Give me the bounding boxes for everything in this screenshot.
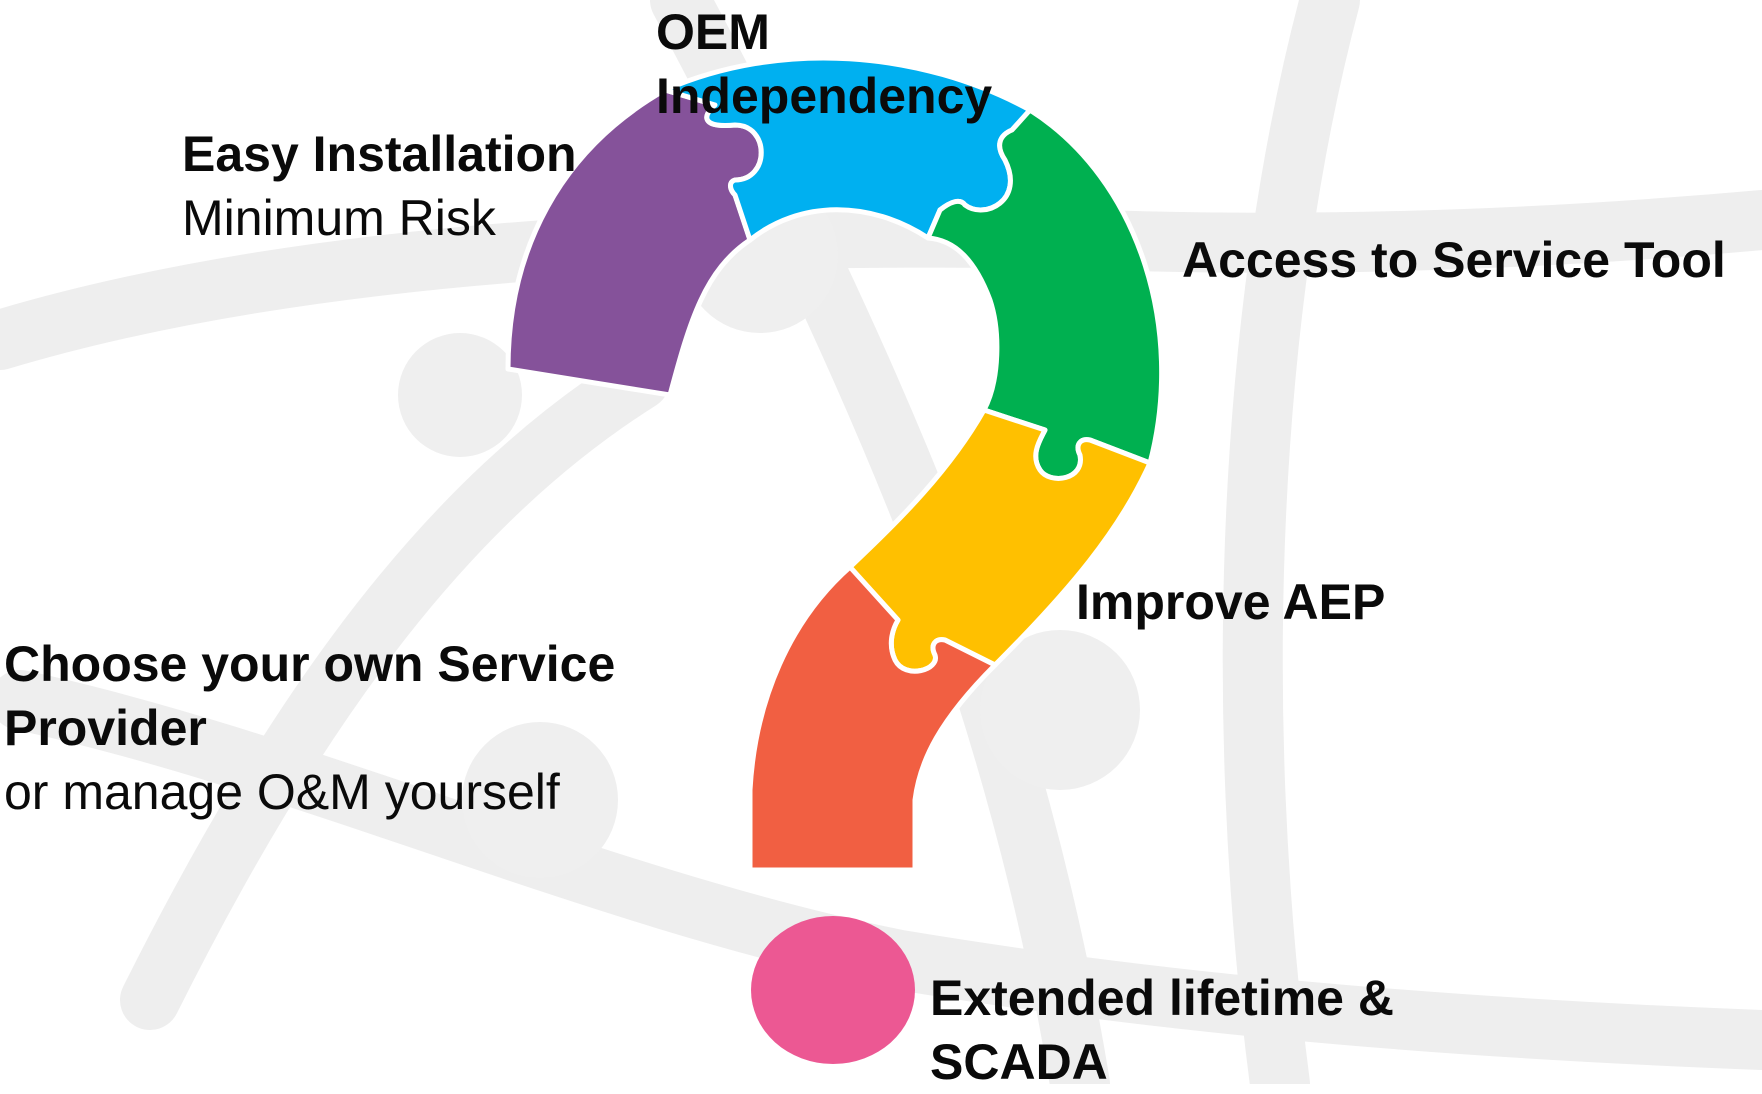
label-access-service-tool-title: Access to Service Tool: [1182, 232, 1726, 288]
label-oem-independency: OEM Independency: [656, 0, 992, 128]
label-choose-service-provider: Choose your own Service Provider or mana…: [4, 632, 615, 824]
label-extended-line1: Extended lifetime &: [930, 970, 1394, 1026]
puzzle-dot-pink: [751, 916, 915, 1064]
label-easy-installation: Easy Installation Minimum Risk: [182, 122, 577, 250]
label-independency: Independency: [656, 68, 993, 124]
label-choose-line1: Choose your own Service: [4, 636, 616, 692]
label-manage-om: or manage O&M yourself: [4, 764, 560, 820]
label-extended-line2: SCADA: [930, 1034, 1108, 1090]
label-extended-lifetime: Extended lifetime & SCADA: [930, 966, 1394, 1094]
label-easy-installation-title: Easy Installation: [182, 126, 577, 182]
label-access-service-tool: Access to Service Tool: [1182, 228, 1726, 292]
label-improve-aep: Improve AEP: [1076, 570, 1385, 634]
label-oem: OEM: [656, 4, 770, 60]
label-improve-aep-title: Improve AEP: [1076, 574, 1386, 630]
puzzle-piece-green: [925, 107, 1165, 481]
puzzle-piece-orange: [747, 564, 998, 873]
label-choose-line2: Provider: [4, 700, 207, 756]
label-minimum-risk: Minimum Risk: [182, 190, 496, 246]
